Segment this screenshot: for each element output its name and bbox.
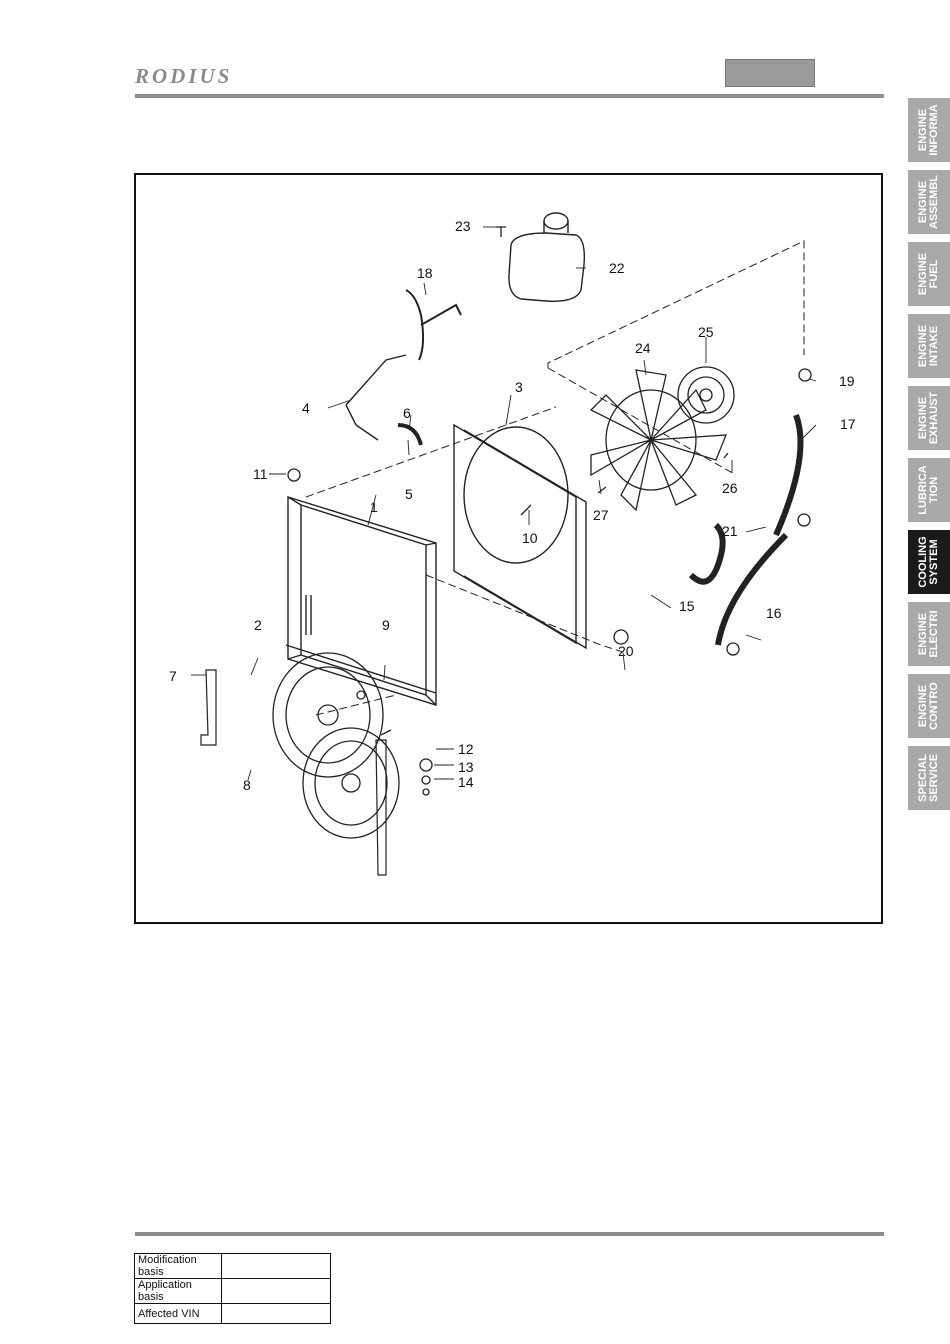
tab-engine-electrical[interactable]: ENGINE ELECTRI	[908, 602, 950, 666]
tab-engine-exhaust[interactable]: ENGINE EXHAUST	[908, 386, 950, 450]
fan-clutch	[678, 367, 734, 423]
tab-lubrication[interactable]: LUBRICA TION	[908, 458, 950, 522]
callout-26: 26	[722, 480, 738, 496]
callout-6: 6	[403, 405, 411, 421]
tab-label: ENGINE ASSEMBL	[918, 170, 940, 234]
tab-label: COOLING SYSTEM	[918, 530, 940, 594]
callout-8: 8	[243, 777, 251, 793]
tab-label: ENGINE EXHAUST	[918, 386, 940, 450]
tab-engine-information[interactable]: ENGINE INFORMA	[908, 98, 950, 162]
modification-basis-value	[222, 1254, 331, 1279]
callout-22: 22	[609, 260, 625, 276]
tab-cooling-system[interactable]: COOLING SYSTEM	[908, 530, 950, 594]
cooling-system-illustration: 1 2 3 4 5 6 7 8 9 10 11 12 13 14 15 16 1…	[136, 175, 881, 922]
coolant-reservoir	[509, 213, 584, 301]
callout-11: 11	[253, 466, 268, 482]
tab-label: LUBRICA TION	[918, 458, 940, 522]
modification-table: Modification basis Application basis Aff…	[134, 1253, 331, 1324]
callout-13: 13	[458, 759, 474, 775]
tab-label: ENGINE CONTRO	[918, 674, 940, 738]
tab-engine-control[interactable]: ENGINE CONTRO	[908, 674, 950, 738]
callout-19: 19	[839, 373, 855, 389]
tab-label: ENGINE FUEL	[918, 242, 940, 306]
callout-3: 3	[515, 379, 523, 395]
table-row: Application basis	[135, 1279, 331, 1304]
callout-20: 20	[618, 643, 634, 659]
tab-engine-assembly[interactable]: ENGINE ASSEMBL	[908, 170, 950, 234]
radiator	[286, 497, 436, 705]
tab-label: ENGINE INFORMA	[918, 98, 940, 162]
tab-label: ENGINE INTAKE	[918, 314, 940, 378]
footer-divider	[135, 1232, 884, 1236]
modification-basis-label: Modification basis	[135, 1254, 222, 1279]
header-divider	[135, 94, 884, 98]
exploded-parts-diagram: 1 2 3 4 5 6 7 8 9 10 11 12 13 14 15 16 1…	[134, 173, 883, 924]
callout-9: 9	[382, 617, 390, 633]
table-row: Affected VIN	[135, 1304, 331, 1324]
tab-engine-intake[interactable]: ENGINE INTAKE	[908, 314, 950, 378]
callout-12: 12	[458, 741, 474, 757]
callout-27: 27	[593, 507, 609, 523]
callout-5: 5	[405, 486, 413, 502]
callout-21: 21	[722, 523, 738, 539]
application-basis-label: Application basis	[135, 1279, 222, 1304]
application-basis-value	[222, 1279, 331, 1304]
callout-2: 2	[254, 617, 262, 633]
callout-15: 15	[679, 598, 695, 614]
callout-4: 4	[302, 400, 310, 416]
callout-18: 18	[417, 265, 433, 281]
tab-special-service[interactable]: SPECIAL SERVICE	[908, 746, 950, 810]
fan-shroud	[454, 425, 586, 648]
callout-10: 10	[522, 530, 538, 546]
cooling-fan-blades	[591, 370, 726, 510]
callout-25: 25	[698, 324, 714, 340]
tab-label: ENGINE ELECTRI	[918, 602, 940, 666]
tab-label: SPECIAL SERVICE	[918, 746, 940, 810]
callout-1: 1	[370, 499, 378, 515]
callout-24: 24	[635, 340, 651, 356]
affected-vin-label: Affected VIN	[135, 1304, 222, 1324]
callout-17: 17	[840, 416, 856, 432]
callout-7: 7	[169, 668, 177, 684]
affected-vin-value	[222, 1304, 331, 1324]
tab-engine-fuel[interactable]: ENGINE FUEL	[908, 242, 950, 306]
header-section-box	[725, 59, 815, 87]
brand-logo: RODIUS	[135, 64, 232, 89]
table-row: Modification basis	[135, 1254, 331, 1279]
callout-14: 14	[458, 774, 474, 790]
callout-16: 16	[766, 605, 782, 621]
callout-23: 23	[455, 218, 471, 234]
